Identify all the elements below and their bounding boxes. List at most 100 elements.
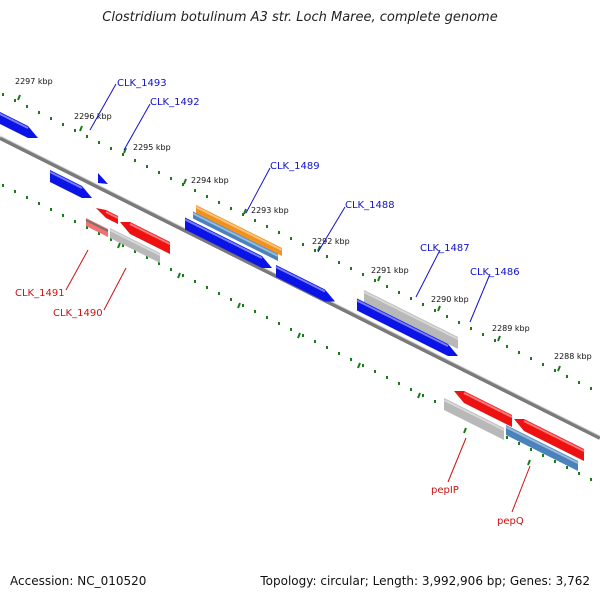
upper-track-tick (422, 303, 424, 306)
upper-track-tick (218, 201, 220, 204)
upper-track-tick (134, 159, 136, 162)
upper-track-tick (278, 231, 280, 234)
upper-track-tick (338, 261, 340, 264)
upper-track-tick (62, 123, 64, 126)
upper-track-tick (242, 213, 244, 216)
lower-track-tick (386, 376, 388, 379)
lower-kbp-tick-mark (417, 392, 421, 399)
kbp-tick-labels: 2297 kbp 2296 kbp 2295 kbp 2294 kbp 2293… (15, 77, 592, 361)
upper-track-tick (374, 279, 376, 282)
upper-track-tick (122, 153, 124, 156)
lower-kbp-tick-mark (463, 427, 467, 434)
leader-clk1492 (123, 103, 151, 151)
upper-track-tick (86, 135, 88, 138)
kbp-tick-mark (557, 365, 561, 372)
upper-track-tick (14, 99, 16, 102)
gene-clk1491-highlight (105, 211, 119, 219)
kbp-tick-mark (17, 94, 21, 101)
tick-label-2289: 2289 kbp (492, 324, 530, 333)
upper-track-tick (50, 117, 52, 120)
label-clk1490: CLK_1490 (53, 308, 103, 319)
upper-track-tick (566, 375, 568, 378)
gene-clk1494-partial-highlight (0, 112, 29, 129)
leader-pepip (447, 437, 467, 483)
lower-track-tick (338, 352, 340, 355)
lower-kbp-tick-mark (177, 272, 181, 279)
kbp-tick-mark (79, 125, 83, 132)
gene-labels: CLK_1493 CLK_1492 CLK_1489 CLK_1488 CLK_… (15, 78, 524, 527)
upper-track-tick (266, 225, 268, 228)
tick-label-2291: 2291 kbp (371, 266, 409, 275)
kbp-tick-mark (317, 245, 321, 252)
gene-clk1489-highlight (192, 212, 279, 257)
upper-track-tick (470, 327, 472, 330)
gene-clk1489-cds-highlight (184, 218, 263, 259)
upper-track-tick (74, 129, 76, 132)
leader-clk1490 (103, 267, 127, 311)
lower-track-tick (230, 298, 232, 301)
leader-clk1488 (317, 206, 346, 253)
lower-track-tick (290, 328, 292, 331)
upper-track-tick (506, 345, 508, 348)
lower-track-tick (86, 226, 88, 229)
lower-track-tick (134, 250, 136, 253)
kbp-tick-mark (497, 335, 501, 342)
upper-track-tick (386, 285, 388, 288)
gene-clk1490-highlight (129, 223, 171, 245)
upper-track-tick (362, 273, 364, 276)
gene-pepip (454, 391, 512, 427)
label-clk1486: CLK_1486 (470, 267, 520, 278)
lower-track-tick (554, 460, 556, 463)
kbp-tick-mark (123, 147, 127, 154)
upper-track-tick (590, 387, 592, 390)
upper-track-tick (206, 195, 208, 198)
lower-track-tick (398, 382, 400, 385)
label-pepip: pepIP (431, 485, 459, 496)
tick-tracks (2, 93, 592, 481)
tick-label-2297: 2297 kbp (15, 77, 53, 86)
lower-kbp-tick-mark (237, 302, 241, 309)
tick-label-2295: 2295 kbp (133, 143, 171, 152)
upper-track-tick (518, 351, 520, 354)
lower-track-tick (314, 340, 316, 343)
tick-label-2292: 2292 kbp (312, 237, 350, 246)
lower-track-tick (62, 214, 64, 217)
upper-track-tick (254, 219, 256, 222)
upper-track-tick (482, 333, 484, 336)
upper-track-tick (158, 171, 160, 174)
lower-track-tick (434, 400, 436, 403)
upper-track-tick (146, 165, 148, 168)
lower-track-tick (122, 244, 124, 247)
upper-track-tick (350, 267, 352, 270)
upper-track-tick (194, 189, 196, 192)
tick-label-2294: 2294 kbp (191, 176, 229, 185)
label-clk1488: CLK_1488 (345, 200, 395, 211)
label-leader-lines (65, 83, 531, 513)
lower-track-tick (182, 274, 184, 277)
lower-track-tick (74, 220, 76, 223)
leader-pepq (511, 465, 531, 513)
upper-track-tick (530, 357, 532, 360)
upper-track-tick (446, 315, 448, 318)
gene-clk1493-highlight (49, 171, 83, 189)
label-clk1492: CLK_1492 (150, 97, 200, 108)
upper-track-tick (26, 105, 28, 108)
lower-track-tick (518, 442, 520, 445)
gene-pepq-steel-highlight (505, 426, 579, 464)
tick-label-2288: 2288 kbp (554, 352, 592, 361)
lower-track-tick (2, 184, 4, 187)
lower-track-tick (506, 436, 508, 439)
tick-label-2296: 2296 kbp (74, 112, 112, 121)
gene-features (0, 112, 585, 471)
gene-clk1490 (120, 222, 170, 254)
upper-track-tick (2, 93, 4, 96)
lower-track-tick (326, 346, 328, 349)
lower-track-tick (254, 310, 256, 313)
lower-track-tick (50, 208, 52, 211)
kbp-tick-mark (243, 208, 247, 215)
label-clk1493: CLK_1493 (117, 78, 167, 89)
lower-track-tick (206, 286, 208, 289)
upper-track-tick (326, 255, 328, 258)
